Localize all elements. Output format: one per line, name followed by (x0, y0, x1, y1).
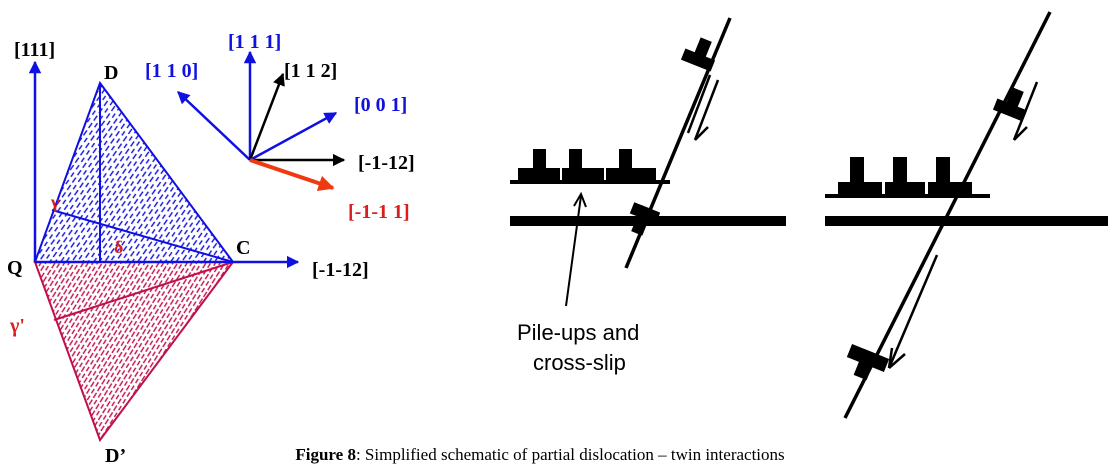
gamma-label: γ (50, 192, 60, 212)
annotation-arrowhead (573, 191, 587, 208)
dislocation-symbol (619, 149, 632, 171)
dislocation-symbol (936, 157, 950, 185)
pileup-schematic: Pile-ups and cross-slip (510, 17, 786, 375)
tetrahedron-diagram: [111] [-1-12] D Q C D’ γ δ γ' [1 1 1] [1… (7, 31, 415, 465)
vector-m1m111 (249, 158, 335, 191)
slip-dislocation-lower (846, 344, 890, 381)
caption-text: : Simplified schematic of partial disloc… (356, 445, 785, 464)
slip-arrow-lower (887, 254, 939, 369)
slip-dislocation-top (680, 37, 716, 72)
slip-dislocation-top (992, 87, 1028, 122)
vector-112-label: [1 1 2] (284, 60, 337, 82)
slip-dislocation-bottom (629, 202, 661, 236)
pileup-dislocations (838, 157, 972, 194)
dislocation-symbol (838, 182, 882, 194)
slip-plane (843, 11, 1052, 419)
dislocation-symbol (533, 149, 546, 171)
annotation-arrow (565, 195, 582, 307)
vector-112 (248, 72, 285, 161)
vertex-c-label: C (236, 237, 250, 259)
dislocation-symbol (569, 149, 582, 171)
dislocation-symbol (850, 157, 864, 185)
axis-111-label: [111] (14, 39, 55, 61)
figure-caption: Figure 8: Simplified schematic of partia… (295, 445, 784, 464)
vertex-d-label: D (104, 62, 118, 84)
lower-face (33, 261, 235, 443)
vertex-q-label: Q (7, 257, 23, 279)
gamma-prime-label: γ' (9, 315, 25, 337)
slip-arrow-upper (1012, 81, 1039, 141)
vector-001 (249, 111, 338, 162)
dislocation-symbol (518, 168, 560, 180)
dislocation-symbol (893, 157, 907, 185)
cross-slip-schematic (825, 11, 1108, 419)
axis-m1m12-label: [-1-12] (312, 259, 369, 281)
upper-face-edge (51, 209, 234, 263)
caption-label: Figure 8 (295, 445, 356, 464)
vector-111-label: [1 1 1] (228, 31, 281, 53)
dislocation-symbol (606, 168, 656, 180)
annotation-line2: cross-slip (533, 350, 626, 375)
vector-m1m12-label: [-1-12] (358, 152, 415, 174)
lower-face-edge (53, 261, 234, 321)
slip-arrow (686, 74, 720, 141)
delta-label: δ (114, 237, 123, 257)
direction-vectors: [1 1 1] [1 1 0] [1 1 2] [0 0 1] [-1-12] … (145, 31, 415, 223)
pileup-dislocations (518, 149, 656, 180)
vector-110 (177, 91, 251, 161)
annotation-line1: Pile-ups and (517, 320, 639, 345)
dislocation-symbol (562, 168, 604, 180)
upper-face (33, 80, 235, 263)
vector-110-label: [1 1 0] (145, 60, 198, 82)
vector-m1m111-label: [-1-1 1] (348, 201, 410, 223)
vector-001-label: [0 0 1] (354, 94, 407, 116)
vertex-dprime-label: D’ (105, 445, 126, 465)
